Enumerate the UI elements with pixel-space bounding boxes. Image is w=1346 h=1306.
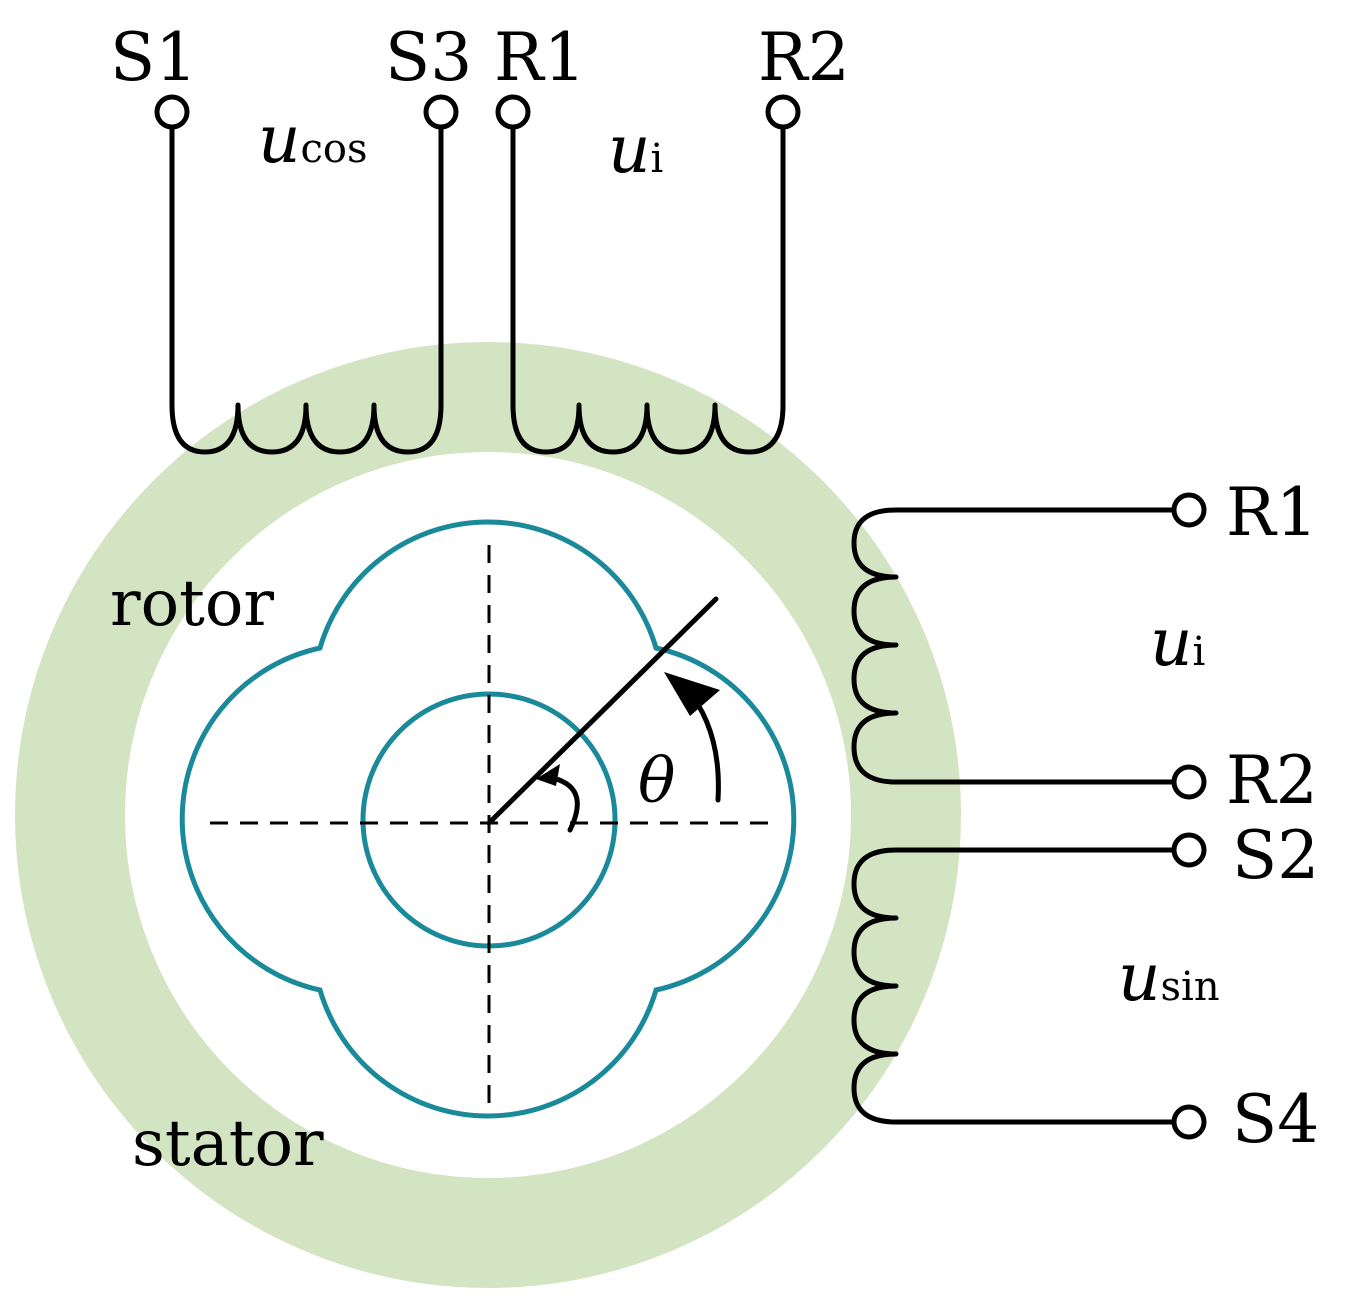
theta-label: θ <box>638 744 675 817</box>
rotor-angle-line <box>486 596 719 826</box>
rotor-outline <box>179 519 797 1119</box>
stator-label: stator <box>132 1107 324 1181</box>
terminal-s3-top <box>423 94 459 130</box>
stator-ring <box>15 342 961 1288</box>
sin-winding <box>851 847 1177 1125</box>
terminal-r1-right <box>1171 492 1207 528</box>
voltage-cos-label: ucos <box>258 101 368 178</box>
rotor-label: rotor <box>110 567 274 641</box>
cos-winding <box>169 125 444 455</box>
terminal-r1-top <box>495 94 531 130</box>
voltage-input-right-label: ui <box>1150 604 1205 681</box>
label-r1-right: R1 <box>1226 474 1318 551</box>
label-r1-top: R1 <box>494 19 586 96</box>
label-s4-right: S4 <box>1232 1081 1319 1158</box>
terminal-s1-top <box>154 94 190 130</box>
label-r2-top: R2 <box>758 19 850 96</box>
input-winding-right <box>851 507 1177 785</box>
voltage-sin-label: usin <box>1118 939 1220 1016</box>
terminal-s4-right <box>1171 1104 1207 1140</box>
label-s1-top: S1 <box>110 19 197 96</box>
label-s2-right: S2 <box>1232 817 1319 894</box>
input-winding-top <box>510 125 786 455</box>
terminal-s2-right <box>1171 832 1207 868</box>
voltage-input-top-label: ui <box>608 111 663 188</box>
terminal-r2-top <box>765 94 801 130</box>
terminal-r2-right <box>1171 764 1207 800</box>
small-arrowhead <box>536 764 560 786</box>
label-s3-top: S3 <box>385 19 472 96</box>
label-r2-right: R2 <box>1226 742 1318 819</box>
theta-arrowhead <box>664 672 720 716</box>
